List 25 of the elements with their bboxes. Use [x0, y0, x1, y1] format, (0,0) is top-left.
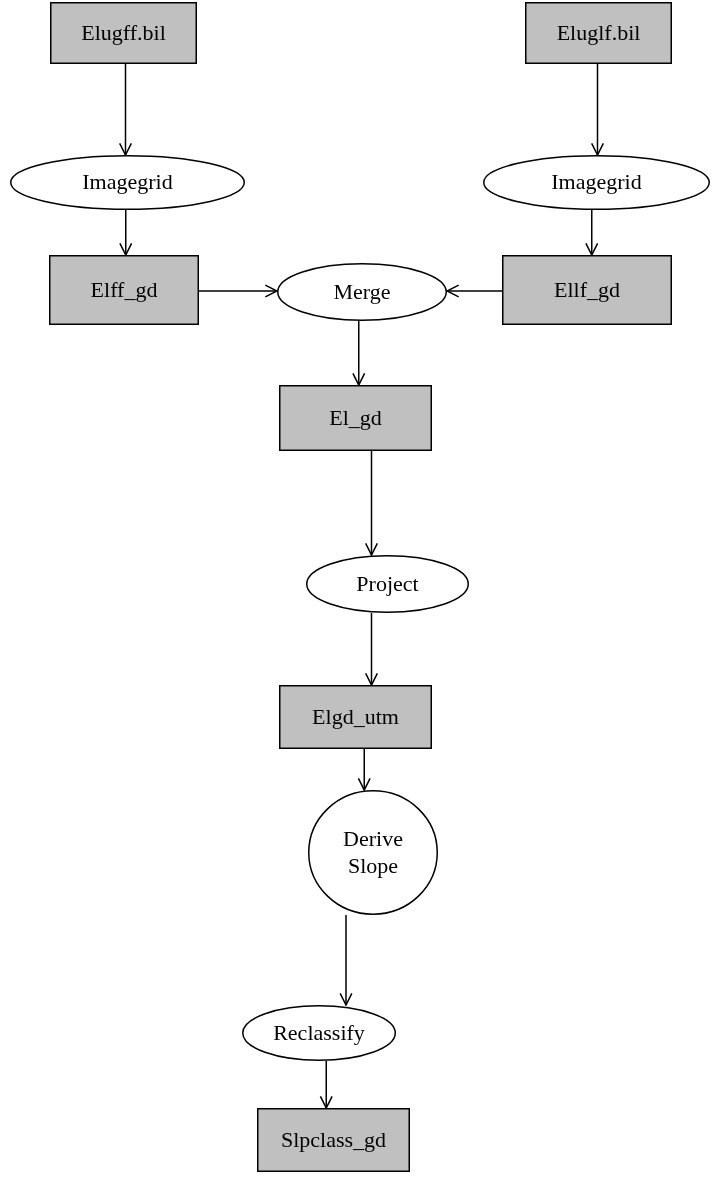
arrow: [319, 1060, 333, 1109]
arrow: [446, 284, 503, 298]
node-label: Slpclass_gd: [280, 1126, 387, 1154]
node-label: Derive Slope: [342, 826, 404, 879]
arrow: [585, 209, 599, 256]
arrow: [364, 612, 379, 686]
node-label: Ellf_gd: [554, 276, 620, 304]
node-label: Elgd_utm: [312, 703, 399, 731]
node-label: Project: [356, 570, 419, 598]
arrow: [198, 284, 278, 298]
node-label: Elff_gd: [90, 276, 158, 304]
arrow: [364, 450, 379, 556]
arrow: [339, 914, 353, 1006]
arrow: [119, 209, 133, 256]
arrow: [352, 320, 366, 386]
arrow: [118, 63, 133, 156]
arrow: [590, 63, 605, 156]
node-label: Imagegrid: [551, 169, 642, 196]
node-label: Merge: [333, 278, 391, 306]
node-label: Elugff.bil: [81, 19, 166, 47]
node-label: Reclassify: [273, 1019, 365, 1047]
node-label: Eluglf.bil: [556, 19, 641, 47]
arrow: [357, 748, 371, 791]
node-label: El_gd: [329, 404, 382, 432]
node-label: Imagegrid: [82, 169, 173, 196]
